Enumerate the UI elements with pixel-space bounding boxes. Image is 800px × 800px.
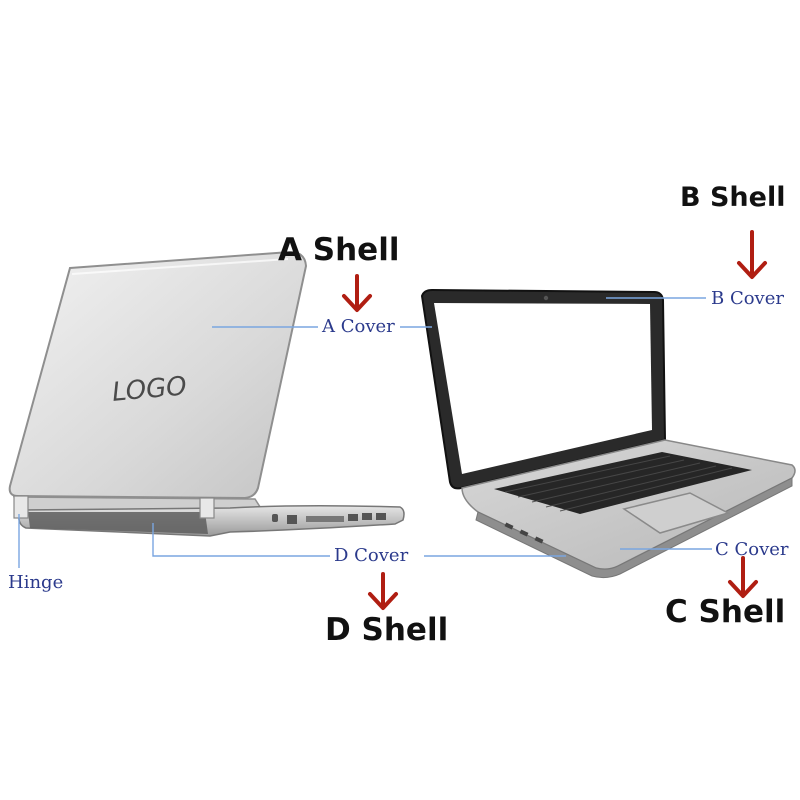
left-hinge [13,495,29,519]
screen [434,303,652,474]
b-shell-label: B Shell [680,182,786,213]
rear-laptop: LOGO [8,250,405,537]
touchpad [622,492,730,534]
b-cover-label: B Cover [711,288,784,309]
right-hinge [199,497,215,519]
d-shell-arrow [368,572,398,610]
front-laptop [420,288,796,579]
d-cover-label: D Cover [334,545,409,566]
leader-lines [18,297,712,568]
red-arrows [342,230,767,610]
d-cover-leader [152,523,330,557]
keyboard [494,452,752,514]
c-shell-arrow [728,556,758,598]
a-shell-label: A Shell [278,232,400,268]
d-shell-label: D Shell [325,612,449,648]
a-cover-label: A Cover [322,316,395,337]
a-shell-arrow [342,274,372,312]
c-cover-label: C Cover [715,539,789,560]
lid-logo: LOGO [111,371,188,407]
front-side-ports [504,522,544,544]
c-shell-label: C Shell [665,594,786,630]
webcam [543,295,549,301]
b-shell-arrow [737,230,767,279]
hinge-label: Hinge [8,572,64,593]
a-cover-lid [8,250,308,500]
side-ports [272,513,386,524]
